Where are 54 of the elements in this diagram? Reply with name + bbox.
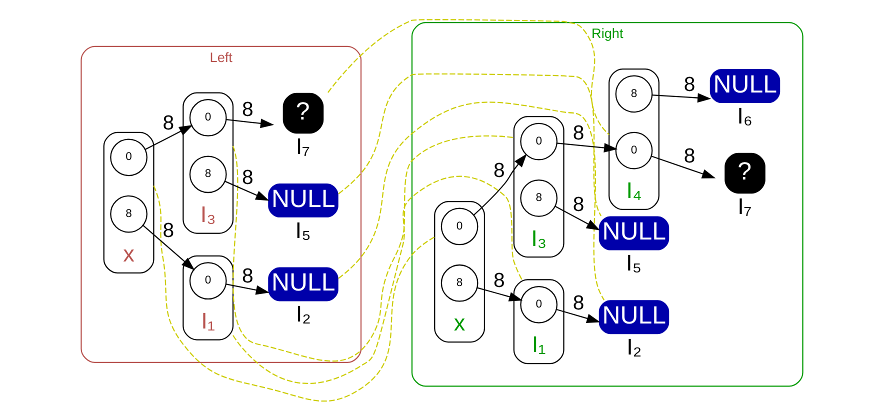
node-circle: 0 [440, 207, 478, 245]
edge-label: 8 [493, 160, 504, 182]
node-box: NULL [268, 182, 338, 217]
node-circle: 0 [110, 138, 147, 176]
node-label: I₂ [626, 332, 642, 359]
node-circle: 0 [188, 262, 226, 300]
edge-label: 8 [493, 269, 504, 292]
arrow [556, 308, 600, 323]
node-circle: 8 [440, 264, 478, 302]
connector [152, 185, 434, 402]
node-circle: 0 [520, 285, 558, 323]
arrow [142, 224, 194, 270]
arrow [472, 153, 526, 215]
edge-label: 8 [242, 264, 253, 287]
node-circle: 8 [614, 74, 652, 112]
arrow [554, 205, 600, 230]
connector [232, 175, 522, 384]
node-label: I₇ [737, 192, 752, 219]
node-box: NULL [268, 266, 338, 301]
arrow [144, 124, 192, 150]
arrow [224, 180, 269, 200]
node-label: I₅ [294, 216, 310, 242]
node-label: I₆ [736, 102, 752, 128]
arrow [650, 155, 716, 178]
node-label: I₇ [295, 132, 310, 158]
node-box: NULL [709, 68, 780, 103]
node-circle: 0 [520, 122, 558, 160]
edge-label: 8 [572, 292, 584, 314]
connector [338, 72, 602, 216]
node-label: I₅ [626, 249, 641, 276]
edge-label: 8 [572, 122, 584, 144]
edge-label: 8 [162, 112, 174, 134]
edge-label: 8 [572, 194, 584, 216]
connector [232, 134, 514, 361]
edge-label: 8 [242, 98, 253, 120]
arrow [476, 286, 522, 301]
connector [327, 18, 609, 135]
node-circle: 8 [188, 155, 226, 193]
edge-label: 8 [683, 74, 695, 96]
node-circle: 0 [614, 131, 652, 169]
node-label: I₂ [295, 300, 310, 326]
arrow [226, 118, 274, 128]
connector [338, 101, 604, 300]
node-box: NULL [598, 216, 669, 250]
edge-label: 8 [242, 166, 253, 188]
node-circle: 0 [188, 98, 226, 136]
arrow [556, 142, 618, 152]
node-circle: 8 [520, 178, 558, 216]
arrow [226, 283, 270, 294]
node-circle: 8 [110, 194, 147, 232]
edge-label: 8 [683, 144, 695, 167]
node-box: NULL [598, 300, 669, 334]
edge-label: 8 [162, 220, 174, 242]
arrow [652, 92, 711, 102]
